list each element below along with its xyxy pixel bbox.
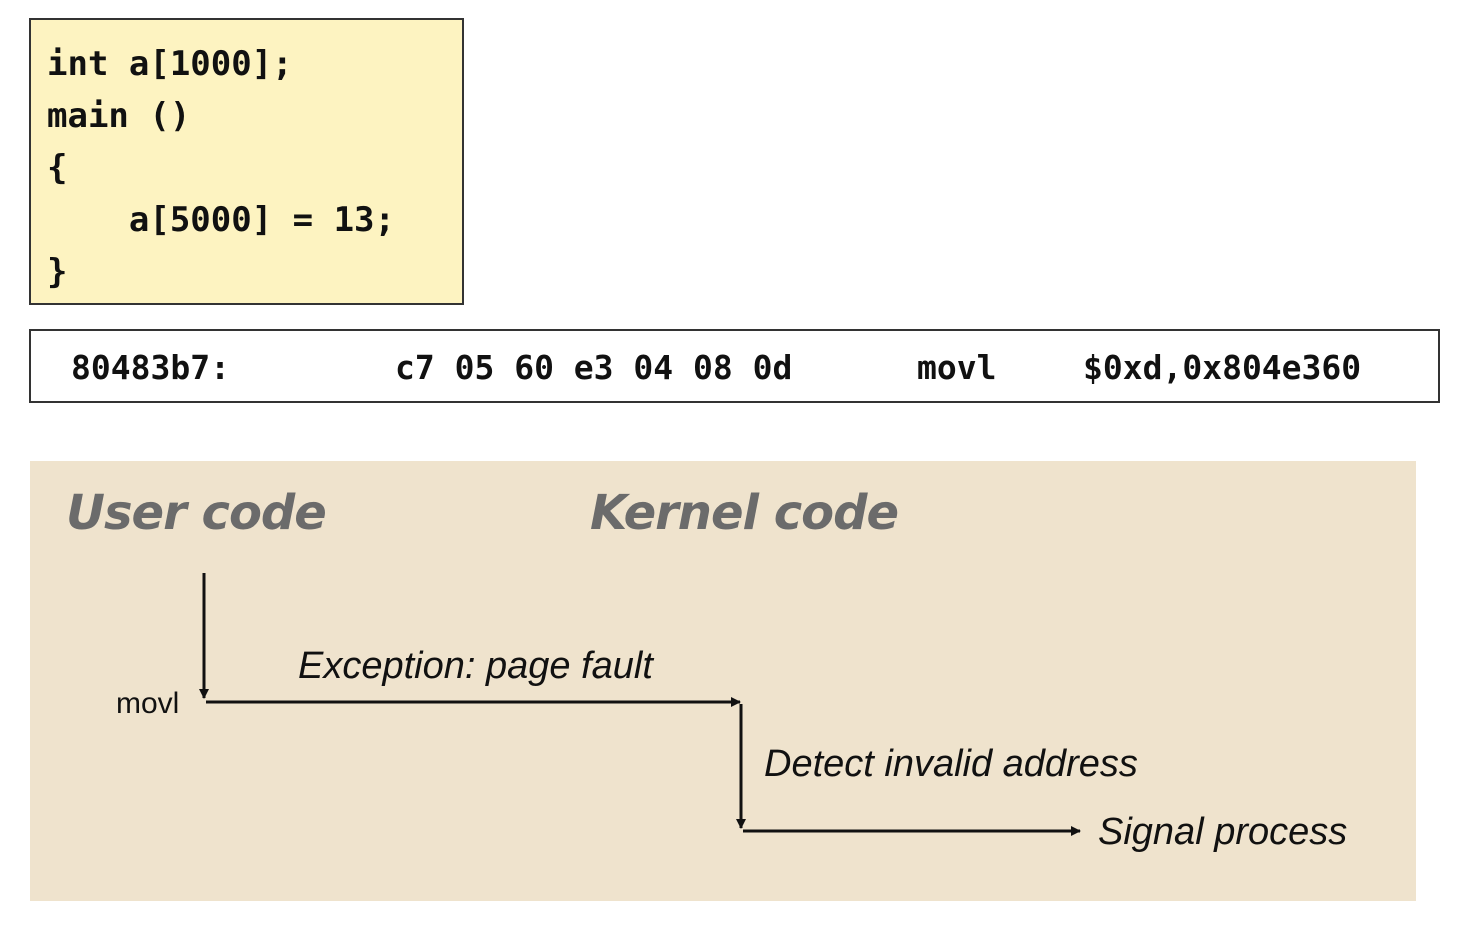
kernel-code-heading: Kernel code [590,485,899,541]
code-line: int a[1000]; [47,44,293,84]
movl-label: movl [116,687,180,720]
code-line: a[5000] = 13; [47,200,395,240]
asm-operands: $0xd,0x804e360 [1083,348,1362,387]
signal-label: Signal process [1098,811,1348,853]
code-line: } [47,252,68,292]
detect-label: Detect invalid address [764,743,1138,785]
asm-bytes: c7 05 60 e3 04 08 0d [395,348,793,387]
exception-label: Exception: page fault [298,645,653,687]
source-code-box: int a[1000]; main () { a[5000] = 13; } [29,18,464,305]
code-line: { [47,148,68,188]
user-code-heading: User code [66,485,327,541]
control-flow-panel: User code Kernel code movl Exception: pa… [30,461,1416,901]
code-line: main () [47,96,191,136]
asm-address: 80483b7: [71,348,230,387]
asm-mnemonic: movl [917,348,997,387]
assembly-box: 80483b7: c7 05 60 e3 04 08 0d movl $0xd,… [29,329,1440,403]
